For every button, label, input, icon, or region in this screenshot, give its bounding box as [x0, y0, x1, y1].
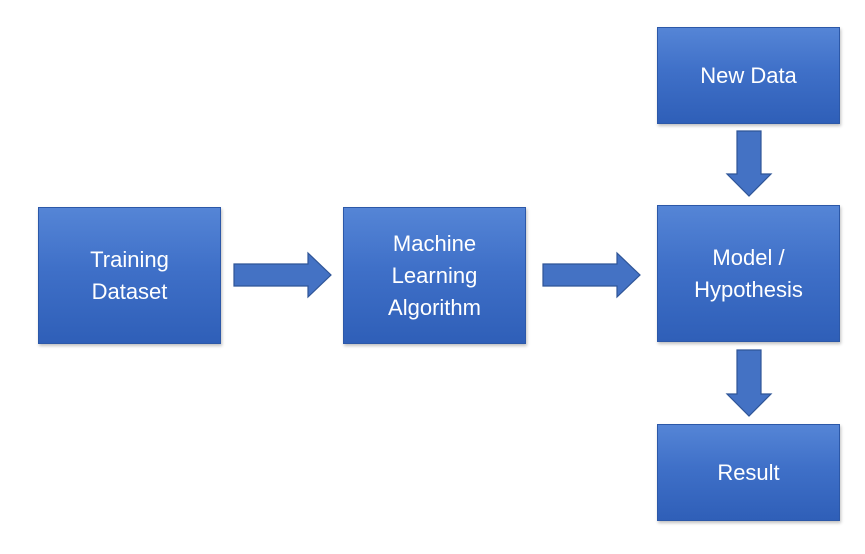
- result-label: Result: [717, 459, 780, 485]
- machine-learning-algorithm-box: Machine Learning Algorithm: [343, 207, 526, 344]
- training-dataset-label: Training Dataset: [90, 246, 169, 304]
- arrow-model-to-result: [725, 349, 773, 417]
- new-data-label: New Data: [700, 62, 797, 88]
- model-hypothesis-label: Model / Hypothesis: [694, 244, 803, 302]
- result-box: Result: [657, 424, 840, 521]
- training-dataset-box: Training Dataset: [38, 207, 221, 344]
- arrow-algorithm-to-model: [542, 251, 641, 299]
- arrow-training-to-algorithm: [233, 251, 332, 299]
- arrow-newdata-to-model: [725, 130, 773, 197]
- machine-learning-algorithm-label: Machine Learning Algorithm: [388, 230, 481, 320]
- new-data-box: New Data: [657, 27, 840, 124]
- model-hypothesis-box: Model / Hypothesis: [657, 205, 840, 342]
